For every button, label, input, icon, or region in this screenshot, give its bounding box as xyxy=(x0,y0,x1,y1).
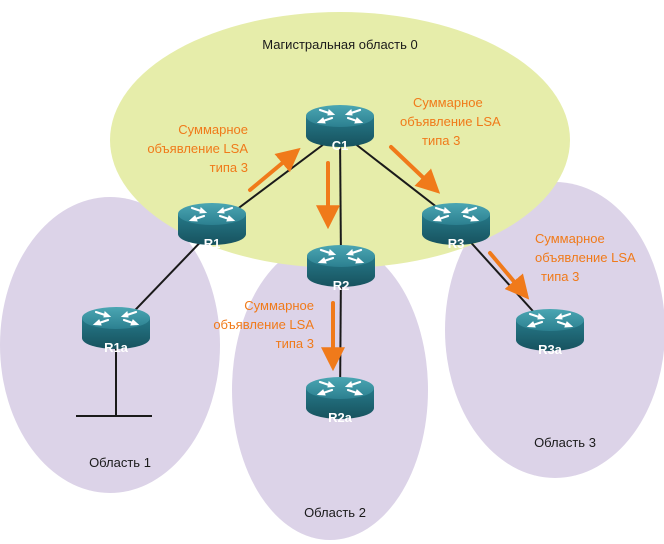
router-r1-label: R1 xyxy=(204,236,221,251)
lsa-label-line: объявление LSA xyxy=(147,141,248,156)
lsa-label-c1-r3: Суммарное объявление LSA типа 3 xyxy=(400,95,501,148)
router-r1a: R1a xyxy=(80,305,152,355)
lsa-label-line: Суммарное xyxy=(535,231,605,246)
lsa-label-line: типа 3 xyxy=(276,336,314,351)
router-c1: C1 xyxy=(304,103,376,153)
router-r2a: R2a xyxy=(304,375,376,425)
lsa-label-line: объявление LSA xyxy=(213,317,314,332)
router-r2a-label: R2a xyxy=(328,410,353,425)
link-c1-r2 xyxy=(339,131,342,265)
lsa-arrow-c1-to-r3 xyxy=(389,145,441,194)
router-r3: R3 xyxy=(420,201,492,251)
lsa-arrows xyxy=(248,145,530,372)
router-r2: R2 xyxy=(305,243,377,293)
router-r2-label: R2 xyxy=(333,278,350,293)
lsa-label-line: типа 3 xyxy=(422,133,460,148)
backbone-area-label: Магистральная область 0 xyxy=(262,37,418,52)
router-r3-label: R3 xyxy=(448,236,465,251)
lsa-label-line: объявление LSA xyxy=(535,250,636,265)
lsa-label-r1-c1: Суммарное объявление LSA типа 3 xyxy=(147,122,248,175)
area-3-label: Область 3 xyxy=(534,435,596,450)
lsa-arrow-r3-to-r3a xyxy=(488,251,530,300)
router-r1: R1 xyxy=(176,201,248,251)
lsa-label-line: Суммарное xyxy=(244,298,314,313)
lsa-arrow-r1-to-c1 xyxy=(248,147,301,192)
router-r3a-label: R3a xyxy=(538,342,563,357)
router-r3a: R3a xyxy=(514,307,586,357)
area-1-label: Область 1 xyxy=(89,455,151,470)
lsa-label-r2-r2a: Суммарное объявление LSA типа 3 xyxy=(213,298,314,351)
lsa-label-line: объявление LSA xyxy=(400,114,501,129)
lsa-label-line: Суммарное xyxy=(178,122,248,137)
lsa-label-line: типа 3 xyxy=(541,269,579,284)
router-r1a-label: R1a xyxy=(104,340,129,355)
lsa-label-line: типа 3 xyxy=(210,160,248,175)
lsa-label-r3-r3a: Суммарное объявление LSA типа 3 xyxy=(535,231,636,284)
area-2-label: Область 2 xyxy=(304,505,366,520)
lsa-label-line: Суммарное xyxy=(413,95,483,110)
router-c1-label: C1 xyxy=(332,138,349,153)
